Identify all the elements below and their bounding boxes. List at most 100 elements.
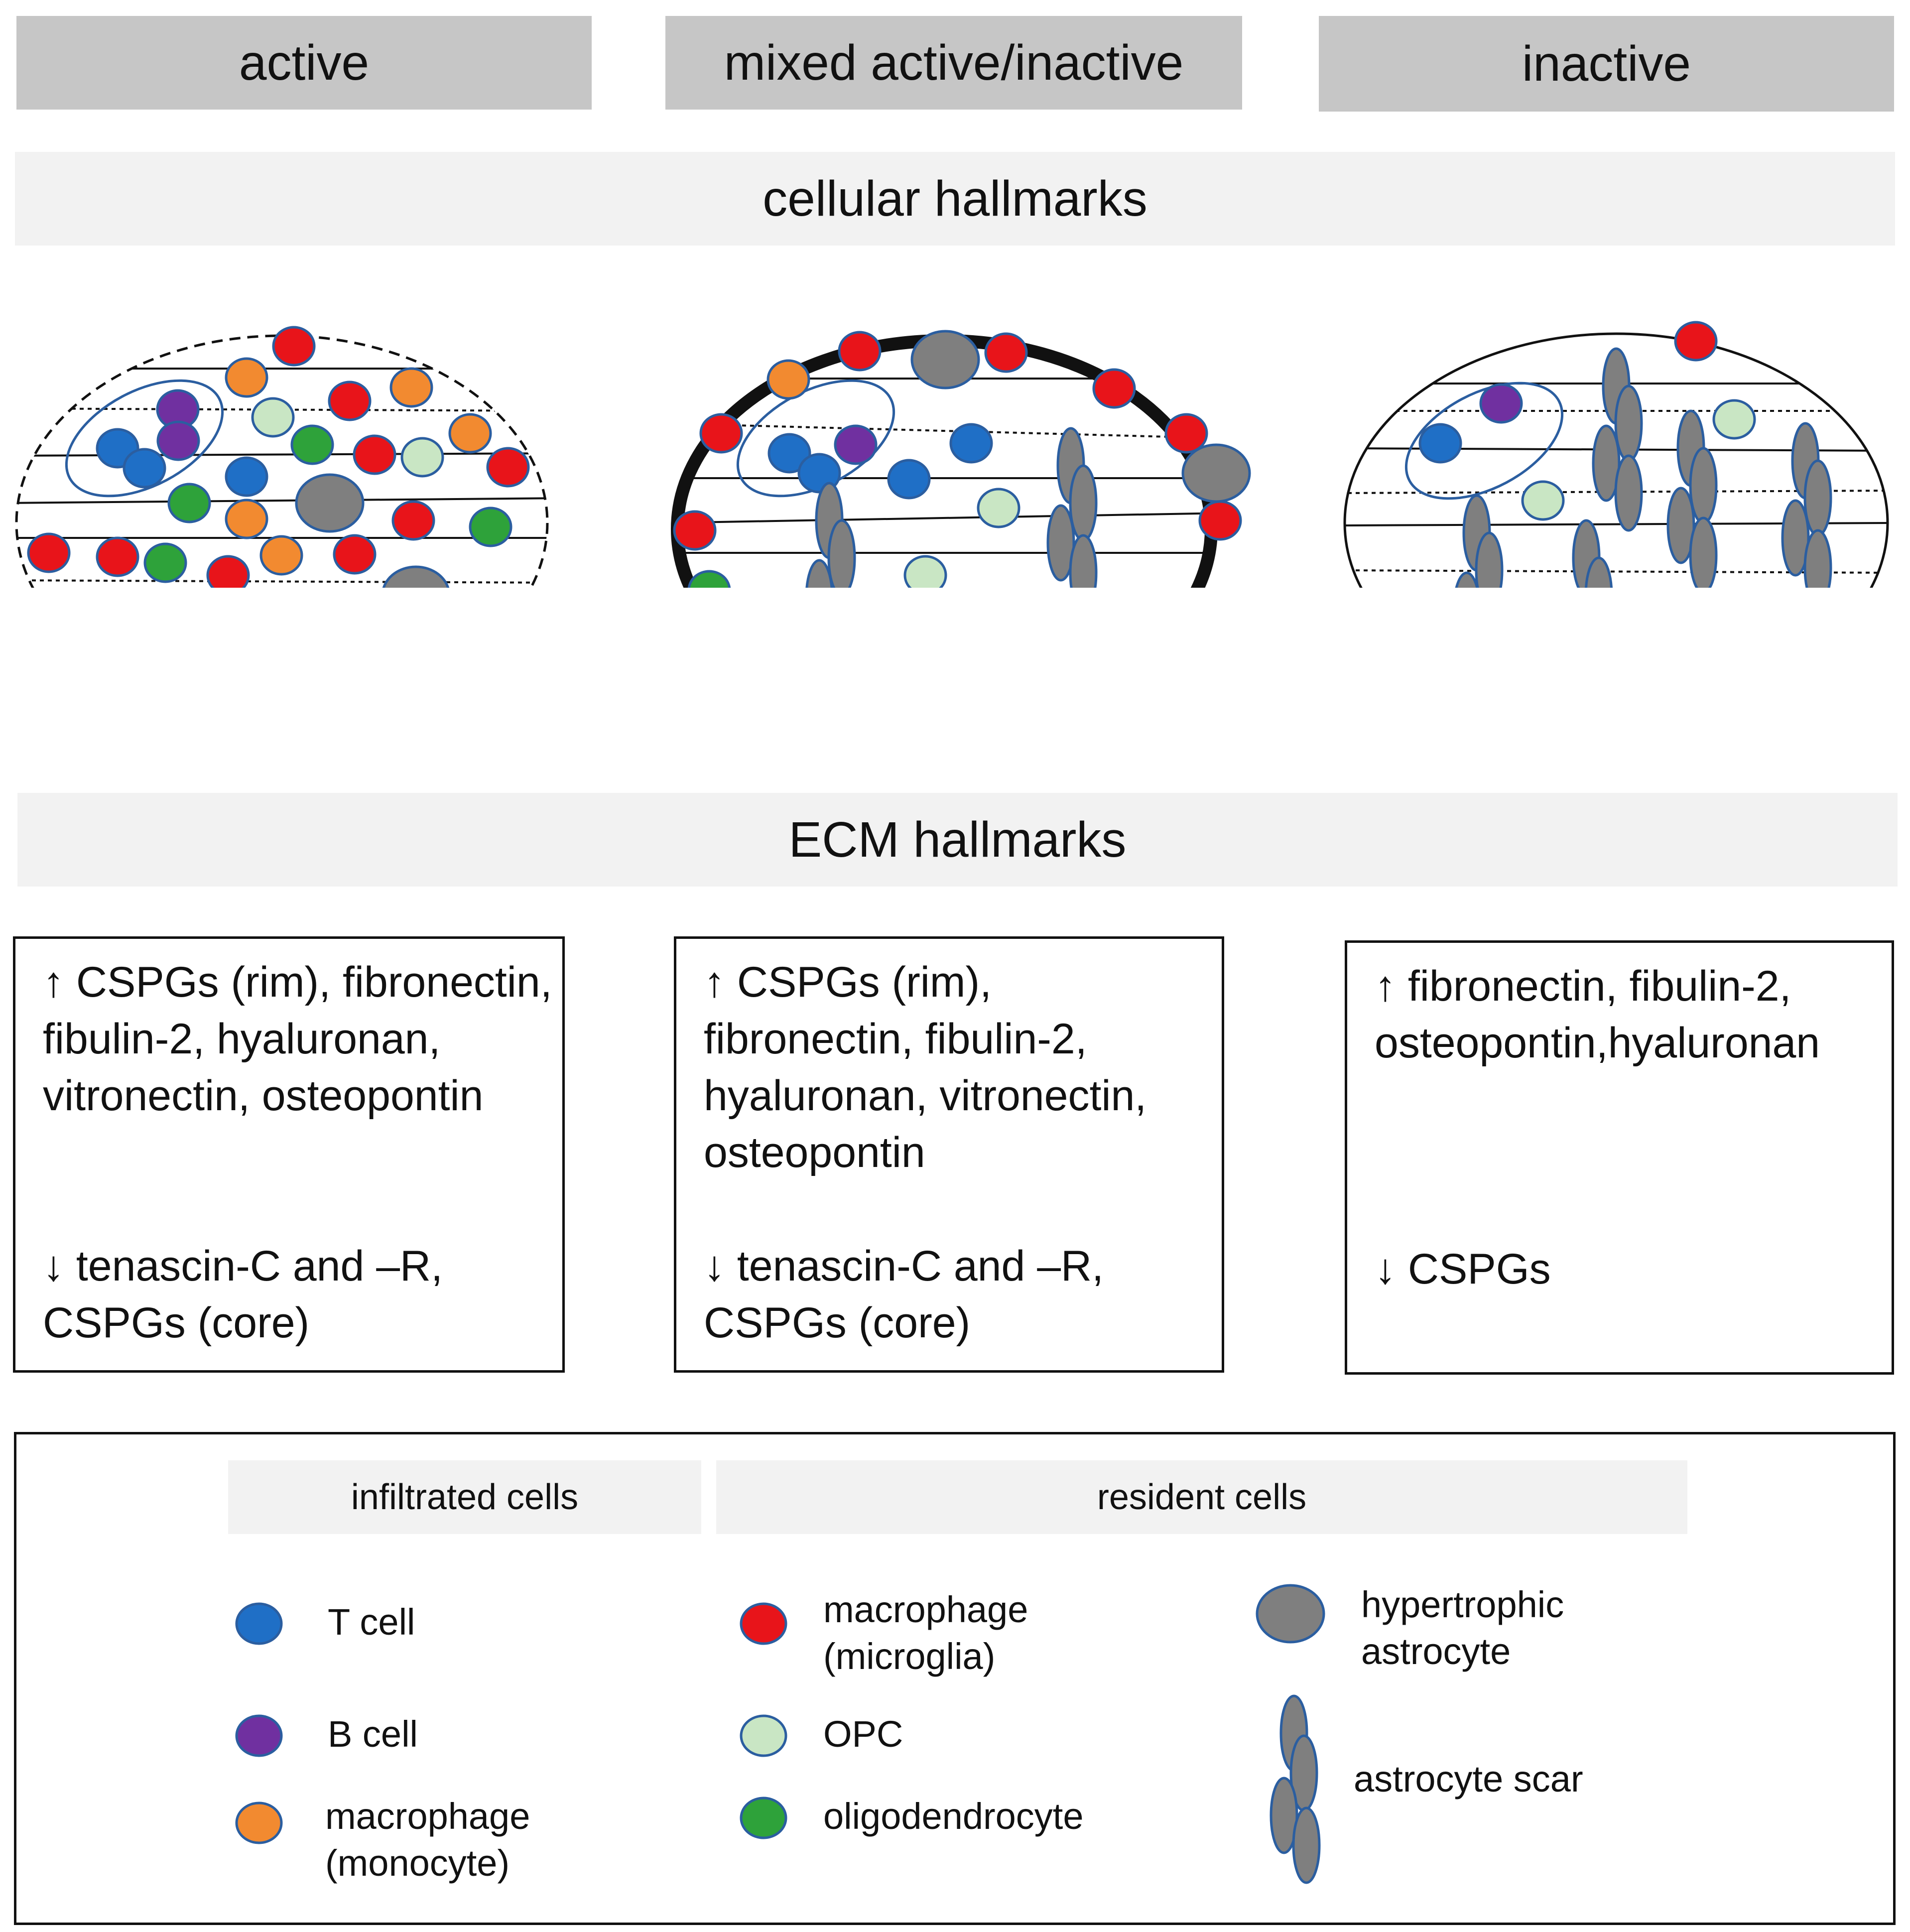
ecm-hallmarks-band: ECM hallmarks xyxy=(17,793,1898,887)
macrophage-microglia-icon xyxy=(96,536,139,577)
macrophage-monocyte-icon xyxy=(235,1802,283,1844)
t-cell-icon xyxy=(1418,423,1462,464)
opc-icon xyxy=(251,397,295,438)
macrophage-microglia-icon xyxy=(391,500,435,541)
column-title-mixed: mixed active/inactive xyxy=(724,34,1184,91)
legend-header-infiltrated-label: infiltrated cells xyxy=(351,1477,579,1517)
legend-oligodendrocyte: oligodendrocyte xyxy=(823,1796,1084,1837)
macrophage-microglia-icon xyxy=(333,534,377,575)
opc-icon xyxy=(400,437,444,478)
macrophage-microglia-icon xyxy=(206,555,250,588)
macrophage-microglia-icon xyxy=(1092,368,1136,409)
macrophage-microglia-icon xyxy=(1198,500,1242,541)
cellular-hallmarks-title: cellular hallmarks xyxy=(763,170,1147,227)
immune-cluster-outline xyxy=(736,379,895,498)
macrophage-microglia-icon xyxy=(1674,321,1718,362)
cellular-hallmarks-band: cellular hallmarks xyxy=(15,152,1895,246)
macrophage-microglia-icon xyxy=(353,434,396,475)
oligodendrocyte-icon xyxy=(740,1797,787,1839)
legend-macrophage-microglia: macrophage (microglia) xyxy=(823,1589,1028,1677)
macrophage-monocyte-icon xyxy=(448,413,492,454)
b-cell-icon xyxy=(235,1714,283,1757)
ecm-box-active: ↑ CSPGs (rim), fibronectin, fibulin-2, h… xyxy=(13,936,565,1373)
column-header-inactive: inactive xyxy=(1319,16,1894,112)
legend-header-resident: resident cells xyxy=(716,1460,1687,1534)
legend-astrocyte-scar: astrocyte scar xyxy=(1354,1758,1583,1800)
immune-cluster-outline xyxy=(1404,382,1564,500)
ecm-upregulated-active: ↑ CSPGs (rim), fibronectin, fibulin-2, h… xyxy=(43,958,552,1120)
t-cell-icon xyxy=(225,456,268,497)
opc-icon xyxy=(1521,480,1565,521)
fiber-lines xyxy=(677,378,1211,554)
macrophage-microglia-icon xyxy=(1164,413,1208,454)
macrophage-monocyte-icon xyxy=(389,367,433,408)
t-cell-icon xyxy=(767,433,811,474)
astrocyte-scar-icon xyxy=(1572,519,1613,588)
hypertrophic-astrocyte-icon xyxy=(1181,443,1251,503)
macrophage-microglia-icon xyxy=(27,532,71,573)
legend-header-resident-label: resident cells xyxy=(1097,1477,1307,1517)
t-cell-icon xyxy=(949,423,993,464)
astrocyte-scar-icon xyxy=(1781,422,1832,588)
legend: infiltrated cells resident cells T cell … xyxy=(14,1432,1896,1925)
ecm-upregulated-inactive: ↑ fibronectin, fibulin-2, osteopontin,hy… xyxy=(1375,962,1820,1067)
hypertrophic-astrocyte-icon xyxy=(382,565,450,588)
astrocyte-scar-icon xyxy=(1455,494,1504,588)
hypertrophic-astrocyte-icon xyxy=(910,330,980,389)
mixed-lesion xyxy=(671,330,1251,588)
opc-icon xyxy=(977,488,1020,528)
macrophage-microglia-icon xyxy=(486,447,530,488)
ecm-downregulated-active: ↓ tenascin-C and –R, CSPGs (core) xyxy=(43,1242,443,1347)
b-cell-icon xyxy=(834,424,878,465)
hypertrophic-astrocyte-icon xyxy=(1256,1584,1325,1644)
legend-icons xyxy=(235,1584,1325,1884)
oligodendrocyte-icon xyxy=(143,542,187,583)
opc-icon xyxy=(740,1714,787,1757)
macrophage-microglia-icon xyxy=(272,326,316,367)
lesion-outline-dashed xyxy=(15,334,549,588)
ecm-downregulated-mixed: ↓ tenascin-C and –R, CSPGs (core) xyxy=(704,1242,1104,1347)
macrophage-microglia-icon xyxy=(740,1602,787,1645)
macrophage-microglia-icon xyxy=(673,510,717,551)
t-cell-icon xyxy=(235,1602,283,1645)
oligodendrocyte-icon xyxy=(290,424,334,465)
macrophage-monocyte-icon xyxy=(225,499,268,539)
macrophage-microglia-icon xyxy=(838,331,882,372)
t-cell-icon xyxy=(123,448,166,489)
astrocyte-scar-icon xyxy=(1270,1694,1321,1884)
astrocyte-scar-icon xyxy=(1666,409,1718,588)
legend-opc: OPC xyxy=(823,1713,903,1755)
ecm-box-mixed: ↑ CSPGs (rim), fibronectin, fibulin-2, h… xyxy=(674,936,1224,1373)
t-cell-icon xyxy=(887,459,931,500)
ecm-hallmarks-title: ECM hallmarks xyxy=(788,811,1127,868)
b-cell-icon xyxy=(156,420,200,461)
oligodendrocyte-icon xyxy=(469,507,512,547)
astrocyte-scar-icon xyxy=(805,482,856,588)
lesion-outline-solid xyxy=(1343,332,1889,588)
inactive-lesion xyxy=(1343,321,1889,588)
legend-b-cell: B cell xyxy=(328,1713,418,1755)
ecm-downregulated-inactive: ↓ CSPGs xyxy=(1375,1245,1551,1293)
macrophage-monocyte-icon xyxy=(259,535,303,576)
ecm-upregulated-mixed: ↑ CSPGs (rim), fibronectin, fibulin-2, h… xyxy=(704,958,1147,1176)
macrophage-microglia-icon xyxy=(984,332,1028,373)
immune-cluster-outline xyxy=(65,379,224,498)
column-header-mixed: mixed active/inactive xyxy=(665,16,1242,110)
active-lesion xyxy=(15,326,549,588)
legend-hypertrophic-astrocyte: hypertrophic astrocyte xyxy=(1361,1584,1564,1672)
lesion-diagrams xyxy=(15,321,1889,588)
column-title-active: active xyxy=(239,34,370,91)
legend-header-infiltrated: infiltrated cells xyxy=(228,1460,701,1534)
legend-t-cell: T cell xyxy=(328,1601,415,1643)
oligodendrocyte-icon xyxy=(687,570,731,588)
opc-icon xyxy=(1712,399,1756,440)
b-cell-icon xyxy=(1479,383,1523,424)
astrocyte-scar-icon xyxy=(1046,427,1098,588)
macrophage-microglia-icon xyxy=(328,381,372,421)
macrophage-monocyte-icon xyxy=(225,357,268,398)
astrocyte-scar-icon xyxy=(1592,347,1643,532)
macrophage-microglia-icon xyxy=(699,413,743,454)
opc-icon xyxy=(903,555,947,588)
hypertrophic-astrocyte-icon xyxy=(295,473,365,533)
oligodendrocyte-icon xyxy=(167,483,211,523)
